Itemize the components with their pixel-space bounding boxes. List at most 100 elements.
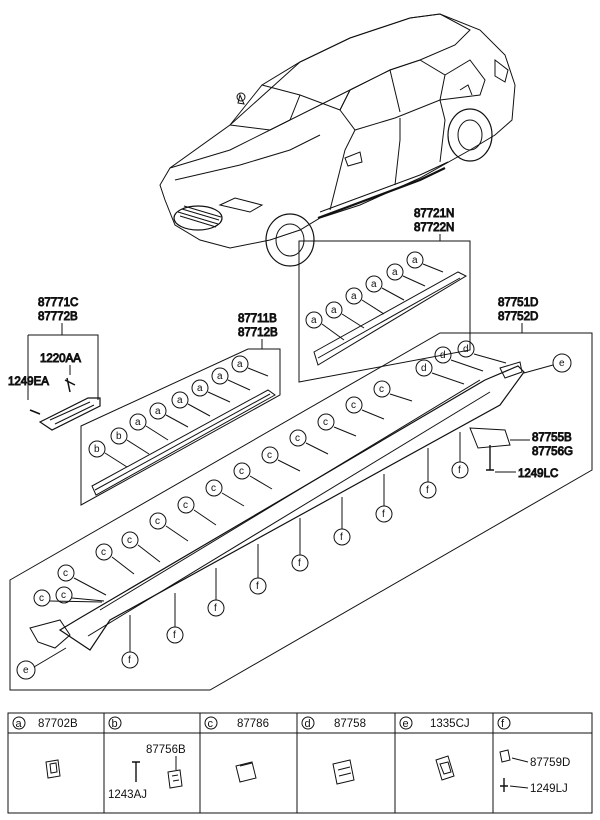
svg-text:c: c xyxy=(211,483,216,494)
svg-text:c: c xyxy=(239,466,244,477)
svg-text:87702B: 87702B xyxy=(38,718,78,730)
svg-text:f: f xyxy=(426,485,429,496)
label-1249EA: 1249EA xyxy=(8,376,49,388)
svg-text:87786: 87786 xyxy=(237,718,269,730)
front-end-cap xyxy=(29,619,71,649)
svg-text:a: a xyxy=(331,305,337,316)
door-garnish-part xyxy=(38,397,101,431)
svg-text:d: d xyxy=(463,344,469,355)
legend-header-e: e 1335CJ xyxy=(399,716,470,730)
label-87751D: 87751D xyxy=(498,297,538,309)
svg-text:c: c xyxy=(63,568,68,579)
label-1220AA: 1220AA xyxy=(40,353,81,365)
label-87752D: 87752D xyxy=(498,311,538,323)
svg-text:f: f xyxy=(128,655,131,666)
svg-text:d: d xyxy=(440,350,446,361)
left-garnish-group: 87771C 87772B 1220AA 1249EA xyxy=(8,297,101,431)
label-1249LC: 1249LC xyxy=(518,468,558,480)
top-molding-strip xyxy=(313,271,468,366)
svg-text:a: a xyxy=(237,359,243,370)
svg-text:a: a xyxy=(177,395,183,406)
svg-text:e: e xyxy=(559,358,565,369)
svg-text:a: a xyxy=(371,279,377,290)
svg-text:f: f xyxy=(214,603,217,614)
svg-text:b: b xyxy=(112,718,118,730)
svg-text:1335CJ: 1335CJ xyxy=(430,718,470,730)
side-sill-group: 87751D 87752D 87755B 87756G 1249LC c c c… xyxy=(9,297,593,691)
clip-87702B-icon xyxy=(45,759,61,779)
label-87759D: 87759D xyxy=(530,757,570,769)
svg-text:f: f xyxy=(382,509,385,520)
screw-1249LJ-icon xyxy=(500,778,508,792)
svg-text:c: c xyxy=(323,417,328,428)
label-87755B: 87755B xyxy=(532,432,572,444)
legend-b-parts: 87756B 1243AJ xyxy=(108,744,186,801)
svg-text:f: f xyxy=(501,718,505,730)
svg-text:c: c xyxy=(183,500,188,511)
svg-text:a: a xyxy=(16,718,23,730)
svg-text:a: a xyxy=(155,406,161,417)
svg-text:e: e xyxy=(403,718,409,730)
label-87756G: 87756G xyxy=(532,446,573,458)
svg-text:f: f xyxy=(256,581,259,592)
clip-87759D-icon xyxy=(499,749,511,763)
label-87711B: 87711B xyxy=(238,313,277,325)
svg-text:c: c xyxy=(267,450,272,461)
vehicle-illustration xyxy=(159,13,516,267)
svg-text:a: a xyxy=(351,291,357,302)
legend-header-b: b xyxy=(108,716,122,730)
mid-molding-group: 87711B 87712B b b a a a a a a xyxy=(80,313,281,506)
rear-end-cap xyxy=(499,361,523,379)
svg-text:a: a xyxy=(217,371,223,382)
svg-text:a: a xyxy=(392,267,398,278)
clip-87758-icon xyxy=(332,759,355,785)
svg-text:c: c xyxy=(295,433,300,444)
legend-header-a: a 87702B xyxy=(12,716,78,730)
svg-text:c: c xyxy=(39,593,44,604)
mid-molding-callouts: b b a a a a a a xyxy=(88,355,269,468)
label-87722N: 87722N xyxy=(414,222,454,234)
svg-text:c: c xyxy=(101,547,106,558)
legend-header-d: d 87758 xyxy=(301,716,366,730)
svg-text:c: c xyxy=(379,384,384,395)
svg-text:a: a xyxy=(197,383,203,394)
svg-text:a: a xyxy=(311,315,317,326)
clip-1335CJ-icon xyxy=(435,755,455,781)
bracket-part xyxy=(469,427,511,449)
clip-87786-icon xyxy=(235,761,257,783)
end-cap-callouts: e e xyxy=(16,353,572,680)
svg-text:a: a xyxy=(412,255,418,266)
screw-1243AJ-icon xyxy=(132,761,140,782)
nut-87756B-icon xyxy=(167,769,183,789)
sill-upper-callouts: c c c c c c c c c c c d d d xyxy=(95,340,507,575)
label-87772B: 87772B xyxy=(38,311,78,323)
label-87756B: 87756B xyxy=(146,744,186,756)
svg-text:e: e xyxy=(23,665,29,676)
mid-molding-strip xyxy=(91,389,276,496)
legend-header-f: f xyxy=(497,716,511,730)
svg-text:f: f xyxy=(298,558,301,569)
svg-text:c: c xyxy=(155,516,160,527)
label-87771C: 87771C xyxy=(38,297,78,309)
svg-text:f: f xyxy=(340,532,343,543)
side-sill-part xyxy=(58,365,525,651)
label-1249LJ: 1249LJ xyxy=(530,783,568,795)
svg-text:f: f xyxy=(458,465,461,476)
sill-left-callouts: c c c xyxy=(33,564,107,607)
svg-text:b: b xyxy=(94,444,100,455)
svg-text:f: f xyxy=(173,630,176,641)
svg-text:c: c xyxy=(61,590,66,601)
top-molding-callouts: a a a a a a xyxy=(305,251,444,341)
svg-text:a: a xyxy=(135,417,141,428)
svg-text:b: b xyxy=(116,431,122,442)
svg-text:c: c xyxy=(351,400,356,411)
sill-lower-callouts: f f f f f f f f f xyxy=(121,432,469,669)
label-87721N: 87721N xyxy=(414,208,454,220)
label-87712B: 87712B xyxy=(238,327,278,339)
svg-text:d: d xyxy=(421,363,427,374)
svg-text:87758: 87758 xyxy=(334,718,366,730)
svg-text:c: c xyxy=(208,718,214,730)
svg-text:c: c xyxy=(127,535,132,546)
legend-header-c: c 87786 xyxy=(204,716,269,730)
